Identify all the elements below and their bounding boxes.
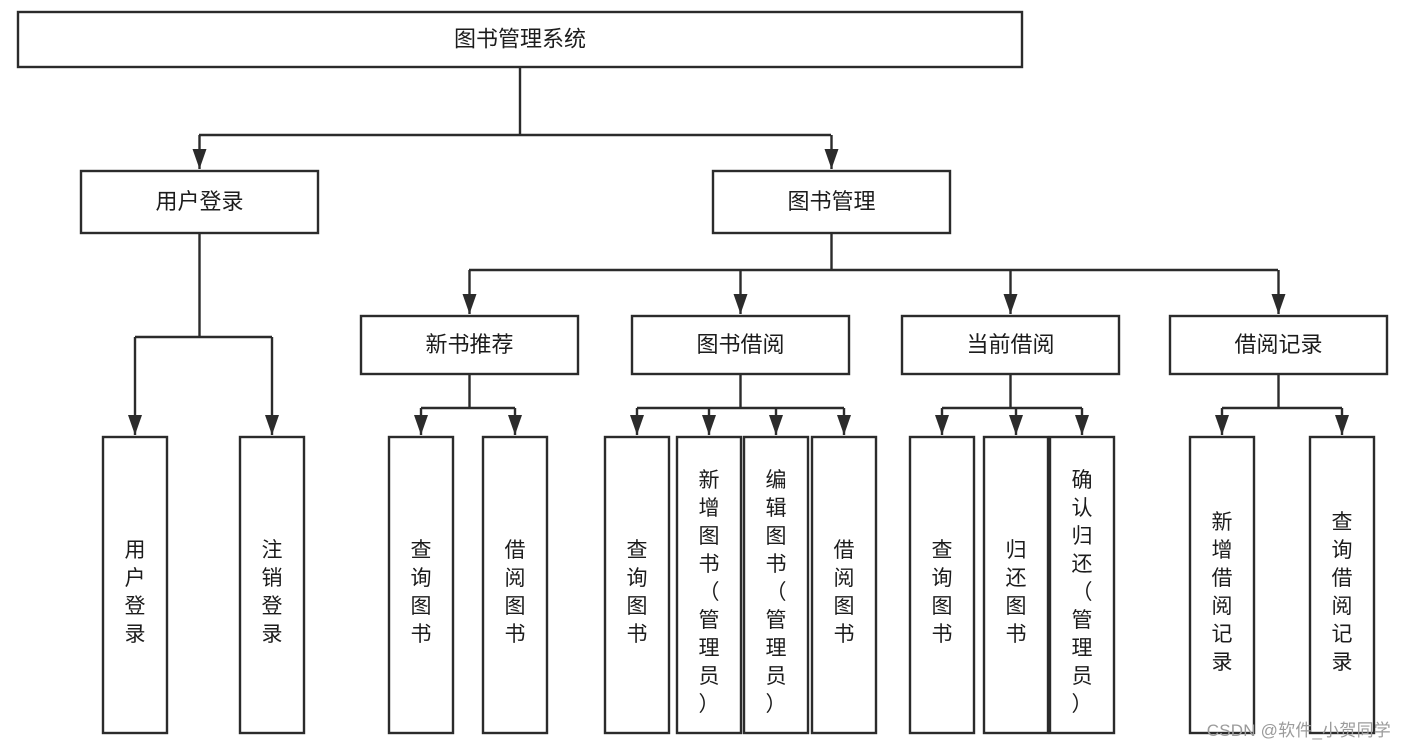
arrow-down-icon-leaf-5 [702, 415, 716, 435]
node-label: 图书管理系统 [454, 26, 586, 51]
node-box[interactable] [16, 10, 1024, 69]
node-label: 图书管理 [787, 189, 875, 214]
arrow-down-icon-leaf-0 [128, 415, 142, 435]
node-leaf-4[interactable]: 查询图书 [603, 435, 671, 735]
node-box[interactable] [675, 435, 743, 735]
node-leaf-12[interactable]: 查询借阅记录 [1308, 435, 1376, 735]
arrow-down-icon-leaf-8 [935, 415, 949, 435]
node-label-vertical: 编辑图书（管理员） [766, 469, 787, 716]
node-label-vertical: 查询图书 [411, 539, 432, 646]
node-box[interactable] [1308, 435, 1376, 735]
arrow-down-icon-l3-0 [462, 294, 477, 314]
node-label: 用户登录 [155, 189, 243, 214]
node-label-vertical: 用户登录 [125, 539, 146, 646]
node-label-vertical: 查询借阅记录 [1332, 511, 1353, 674]
node-box[interactable] [982, 435, 1050, 735]
node-label-vertical: 查询图书 [932, 539, 953, 646]
arrow-down-icon-l3-2 [1003, 294, 1018, 314]
node-box[interactable] [810, 435, 878, 735]
node-leaf-3[interactable]: 借阅图书 [481, 435, 549, 735]
node-box[interactable] [79, 169, 320, 235]
node-label: 借阅记录 [1234, 332, 1322, 357]
node-label: 新书推荐 [425, 332, 513, 357]
node-label-vertical: 新增图书（管理员） [699, 469, 720, 716]
node-label-vertical: 归还图书 [1006, 539, 1027, 646]
arrow-down-icon-leaf-7 [837, 415, 851, 435]
node-label: 图书借阅 [696, 332, 784, 357]
arrow-down-icon-l3-1 [733, 294, 748, 314]
node-leaf-0[interactable]: 用户登录 [101, 435, 169, 735]
arrow-down-icon-leaf-2 [414, 415, 428, 435]
node-box[interactable] [238, 435, 306, 735]
node-leaf-11[interactable]: 新增借阅记录 [1188, 435, 1256, 735]
node-leaf-1[interactable]: 注销登录 [238, 435, 306, 735]
node-label-vertical: 借阅图书 [834, 539, 855, 646]
connectors-layer [128, 67, 1349, 435]
node-l2-1[interactable]: 图书管理 [711, 169, 952, 235]
arrow-down-icon-l2-0 [192, 149, 207, 169]
arrow-down-icon-leaf-4 [630, 415, 644, 435]
node-box[interactable] [1168, 314, 1389, 376]
node-leaf-7[interactable]: 借阅图书 [810, 435, 878, 735]
node-leaf-8[interactable]: 查询图书 [908, 435, 976, 735]
node-l3-0[interactable]: 新书推荐 [359, 314, 580, 376]
arrow-down-icon-l2-1 [824, 149, 839, 169]
node-box[interactable] [1188, 435, 1256, 735]
node-leaf-9[interactable]: 归还图书 [982, 435, 1050, 735]
node-box[interactable] [101, 435, 169, 735]
nodes-layer: 图书管理系统用户登录图书管理新书推荐图书借阅当前借阅借阅记录用户登录注销登录查询… [16, 10, 1389, 735]
node-box[interactable] [603, 435, 671, 735]
node-l3-3[interactable]: 借阅记录 [1168, 314, 1389, 376]
node-box[interactable] [387, 435, 455, 735]
node-l3-1[interactable]: 图书借阅 [630, 314, 851, 376]
node-label-vertical: 注销登录 [262, 539, 283, 646]
arrow-down-icon-l3-3 [1271, 294, 1286, 314]
node-l3-2[interactable]: 当前借阅 [900, 314, 1121, 376]
arrow-down-icon-leaf-9 [1009, 415, 1023, 435]
arrow-down-icon-leaf-10 [1075, 415, 1089, 435]
node-label-vertical: 借阅图书 [505, 539, 526, 646]
node-label-vertical: 查询图书 [627, 539, 648, 646]
node-box[interactable] [481, 435, 549, 735]
arrow-down-icon-leaf-1 [265, 415, 279, 435]
node-leaf-10[interactable]: 确认归还（管理员） [1048, 435, 1116, 735]
watermark-text: CSDN @软件_小贺同学 [1206, 721, 1391, 740]
node-label: 当前借阅 [966, 332, 1054, 357]
node-l2-0[interactable]: 用户登录 [79, 169, 320, 235]
node-label-vertical: 新增借阅记录 [1212, 511, 1233, 674]
node-leaf-6[interactable]: 编辑图书（管理员） [742, 435, 810, 735]
node-box[interactable] [359, 314, 580, 376]
arrow-down-icon-leaf-6 [769, 415, 783, 435]
arrow-down-icon-leaf-11 [1215, 415, 1229, 435]
node-box[interactable] [630, 314, 851, 376]
node-leaf-2[interactable]: 查询图书 [387, 435, 455, 735]
node-box[interactable] [1048, 435, 1116, 735]
arrow-down-icon-leaf-3 [508, 415, 522, 435]
node-box[interactable] [908, 435, 976, 735]
node-box[interactable] [742, 435, 810, 735]
node-box[interactable] [900, 314, 1121, 376]
node-box[interactable] [711, 169, 952, 235]
arrow-down-icon-leaf-12 [1335, 415, 1349, 435]
node-leaf-5[interactable]: 新增图书（管理员） [675, 435, 743, 735]
node-root-0[interactable]: 图书管理系统 [16, 10, 1024, 69]
node-label-vertical: 确认归还（管理员） [1072, 469, 1093, 716]
